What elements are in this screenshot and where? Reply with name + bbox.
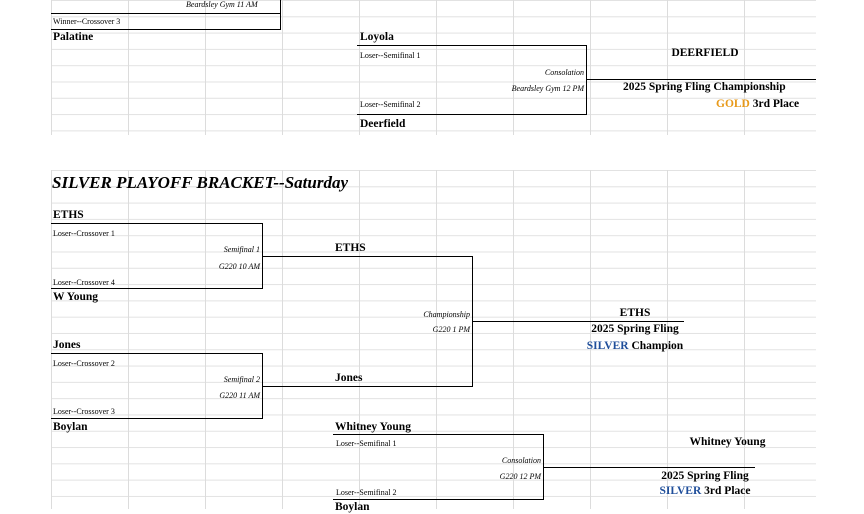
consolation-top-source: Loser--Semifinal 1 — [336, 439, 397, 448]
silver-champion-team: ETHS — [619, 307, 651, 319]
semi1-bottom-source: Loser--Crossover 4 — [53, 278, 115, 287]
semi1-site: G220 10 AM — [218, 262, 260, 271]
winner-crossover3: Winner--Crossover 3 — [53, 17, 121, 26]
crossover3-site: Beardsley Gym 11 AM — [186, 0, 258, 9]
championship-label: Championship — [423, 310, 470, 319]
team-deerfield: Deerfield — [360, 118, 406, 130]
semi2-bottom-source: Loser--Crossover 3 — [53, 407, 115, 416]
third-place-text: 3rd Place — [704, 485, 751, 497]
bracket-line — [51, 418, 263, 419]
gold-place-text: 3rd Place — [752, 98, 800, 110]
bracket-line — [333, 434, 544, 435]
silver-champion-label: SILVER Champion — [560, 340, 710, 353]
team-loyola: Loyola — [360, 31, 394, 43]
semi2-label: Semifinal 2 — [223, 375, 260, 384]
silver-3rd-place-label: SILVER 3rd Place — [630, 485, 780, 498]
bracket-line — [262, 256, 473, 257]
bracket-line — [280, 0, 281, 29]
bracket-line — [51, 29, 281, 30]
semi2-bottom-team: Boylan — [53, 421, 88, 433]
semi1-top-team: ETHS — [53, 209, 84, 221]
bracket-line — [357, 114, 587, 115]
loser-semifinal-2: Loser--Semifinal 2 — [360, 100, 421, 109]
consolation-top-team: Whitney Young — [335, 421, 411, 433]
gold-color-word: GOLD — [716, 98, 750, 110]
semi2-top-team: Jones — [53, 339, 81, 351]
bracket-line — [51, 13, 280, 14]
silver-3rd-place-title: 2025 Spring Fling — [661, 470, 749, 482]
bracket-line — [51, 288, 263, 289]
semi2-site: G220 11 AM — [219, 391, 260, 400]
team-palatine: Palatine — [53, 31, 94, 43]
bracket-line — [357, 45, 587, 46]
silver-champion-title: 2025 Spring Fling — [591, 323, 679, 335]
semi1-top-source: Loser--Crossover 1 — [53, 229, 115, 238]
championship-bottom-team: Jones — [335, 372, 363, 384]
bracket-line — [586, 79, 816, 80]
consolation-bottom-source: Loser--Semifinal 2 — [336, 488, 397, 497]
silver-color-word: SILVER — [659, 485, 702, 497]
silver-3rd-place-team: Whitney Young — [689, 436, 766, 448]
consolation-label-silver: Consolation — [501, 456, 541, 465]
consolation-bottom-team: Boylan — [335, 501, 370, 513]
bracket-line — [472, 321, 684, 322]
gold-result-title: 2025 Spring Fling Championship — [623, 81, 786, 93]
gold-3rd-place-label: GOLD 3rd Place — [716, 98, 800, 111]
championship-site: G220 1 PM — [432, 325, 470, 334]
bracket-line — [51, 353, 263, 354]
semi1-bottom-team: W Young — [53, 291, 99, 303]
champion-text: Champion — [631, 340, 684, 352]
championship-top-team: ETHS — [335, 242, 366, 254]
semi1-label: Semifinal 1 — [223, 245, 260, 254]
bracket-line — [543, 467, 755, 468]
gridlines-silver-section — [51, 170, 816, 509]
bracket-line — [333, 499, 544, 500]
silver-color-word: SILVER — [586, 340, 629, 352]
consolation-site-silver: G220 12 PM — [499, 472, 541, 481]
semi2-top-source: Loser--Crossover 2 — [53, 359, 115, 368]
silver-bracket-title: SILVER PLAYOFF BRACKET--Saturday — [52, 173, 349, 192]
gold-3rd-place-team: DEERFIELD — [671, 47, 739, 59]
bracket-line — [262, 386, 473, 387]
consolation-site: Beardsley Gym 12 PM — [511, 84, 584, 93]
loser-semifinal-1: Loser--Semifinal 1 — [360, 51, 421, 60]
consolation-label: Consolation — [544, 68, 584, 77]
bracket-line — [51, 223, 263, 224]
